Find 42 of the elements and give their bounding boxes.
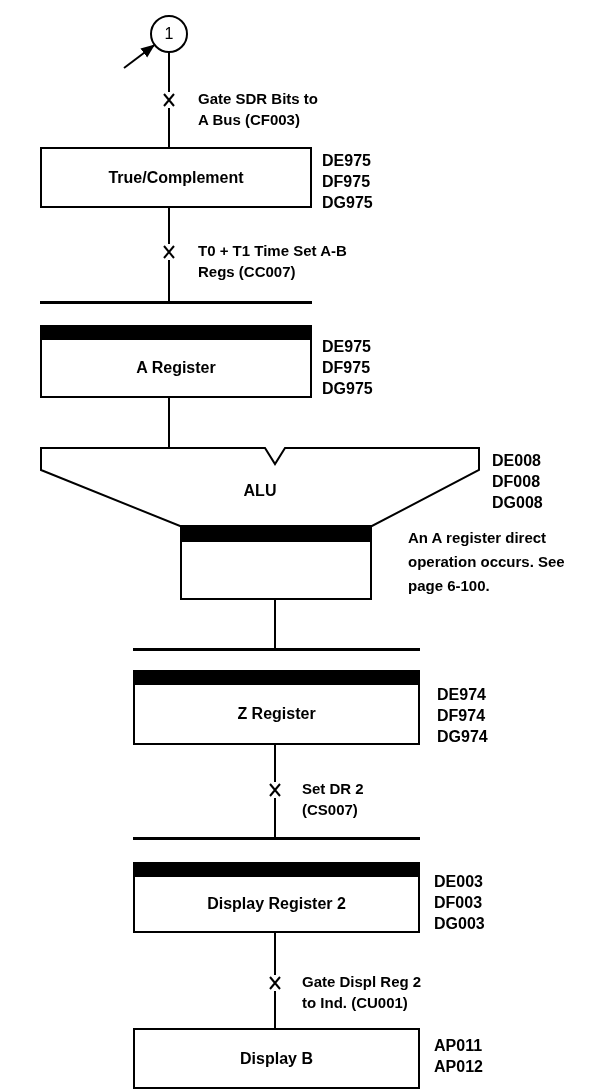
bus-line [133,648,420,651]
register-box [180,527,372,600]
connector-line [168,52,170,148]
part-code: DF974 [437,706,486,726]
part-code: DG975 [322,193,373,213]
node-label: Z Register [237,704,316,724]
note-text: An A register direct operation occurs. See page 6-100. [408,528,566,596]
node-label: A Register [136,358,216,378]
node-label: Display Register 2 [207,894,346,914]
register-box [133,862,420,933]
part-code: DF003 [434,893,483,913]
connector-line [274,932,276,1029]
register-box [40,325,312,398]
node-label: 1 [164,24,174,44]
node-label: ALU [243,482,277,499]
bus-line [40,301,312,304]
part-code: DF008 [492,472,541,492]
alu-trapezoid [40,447,480,527]
part-code: DE975 [322,337,371,357]
process-box [133,1028,420,1089]
connector-line [274,744,276,838]
part-code: DG003 [434,914,485,934]
connector-line [168,207,170,302]
register-box [133,670,420,745]
node-label: Display B [240,1048,313,1069]
part-code: DG975 [322,379,373,399]
part-code: DG008 [492,493,543,513]
part-code: AP012 [434,1057,483,1077]
node-label: True/Complement [108,167,244,188]
part-code: DE008 [492,451,541,471]
process-box [40,147,312,208]
part-code: DF975 [322,358,371,378]
arrow [123,44,155,69]
part-code: DE003 [434,872,483,892]
connector-line [274,599,276,649]
part-code: AP011 [434,1036,483,1056]
part-code: DE975 [322,151,371,171]
connector-line [168,397,170,448]
part-code: DF975 [322,172,371,192]
part-code: DE974 [437,685,486,705]
part-code: DG974 [437,727,488,747]
bus-line [133,837,420,840]
